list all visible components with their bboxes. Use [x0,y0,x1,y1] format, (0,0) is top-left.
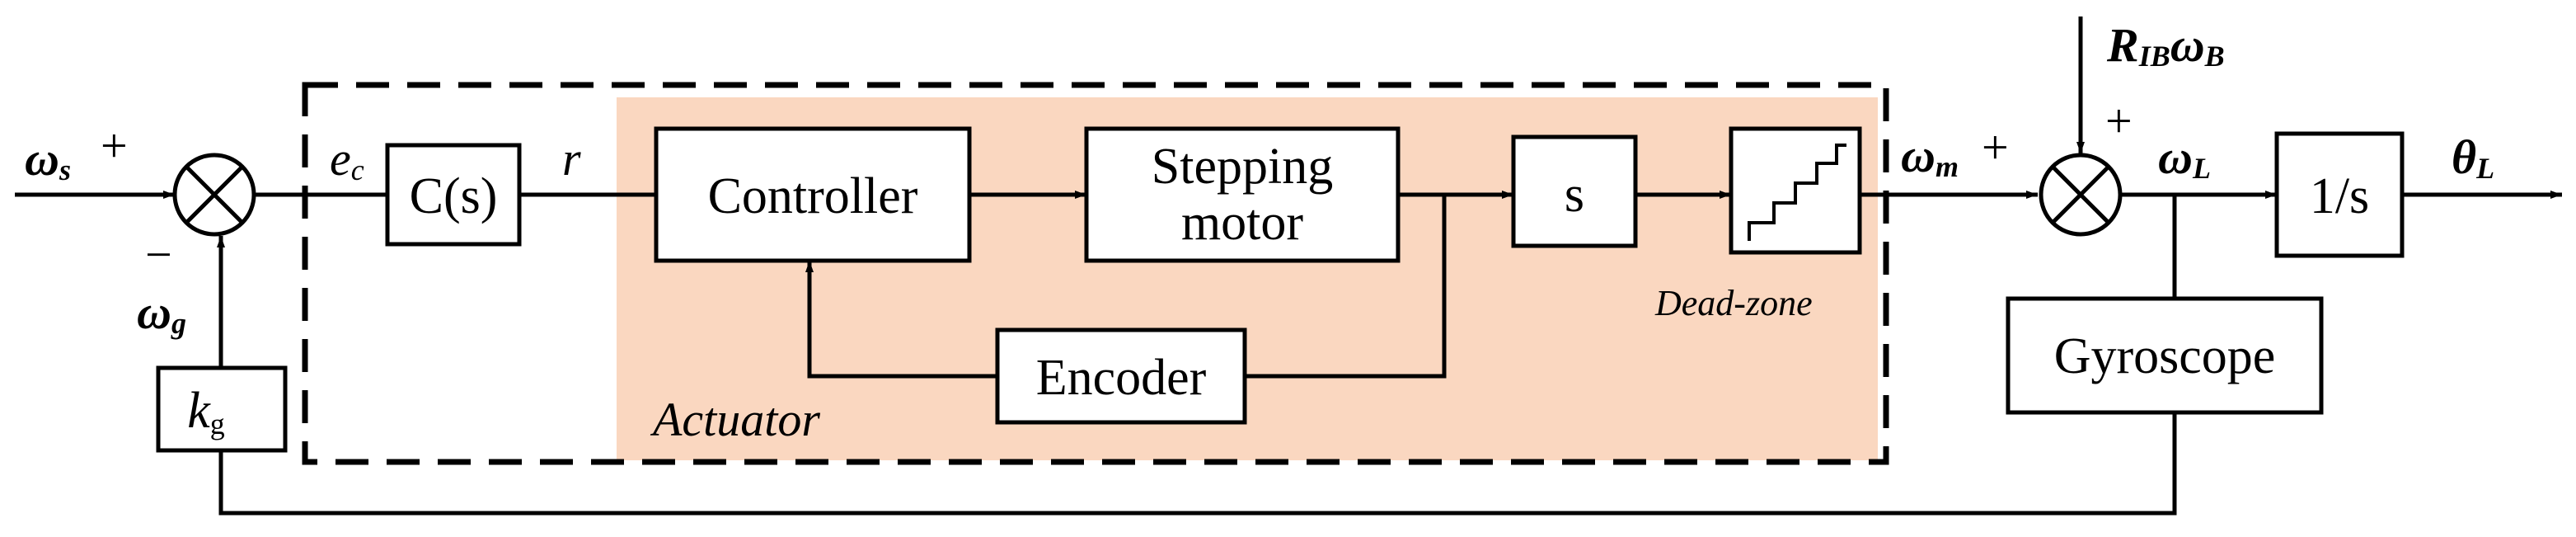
plus-sign-disturbance: + [2105,94,2133,148]
svg-text:Stepping: Stepping [1152,139,1333,195]
svg-text:motor: motor [1181,195,1303,251]
summing-junction-input [172,153,256,237]
svg-text:kg: kg [187,383,225,440]
encoder-block: Encoder [995,327,1247,425]
s-block: s [1511,134,1638,248]
kg-block: kg [156,365,288,453]
svg-text:Controller: Controller [708,168,918,224]
svg-text:Gyroscope: Gyroscope [2054,328,2276,384]
plus-sign-wm: + [1982,120,2009,174]
cs-block: C(s) [385,143,522,247]
svg-text:Encoder: Encoder [1036,350,1207,406]
gyroscope-block: Gyroscope [2006,296,2324,415]
gyro-feedback-line [218,412,2177,516]
ec-label: ec [330,132,364,186]
r-label: r [562,132,581,186]
omega-l-label: ωL [2158,130,2211,185]
disturbance-label: RIBωB [2106,18,2225,73]
omega-s-label: ωs [25,132,71,186]
summing-junction-output [2039,153,2123,237]
svg-text:s: s [1565,167,1584,223]
encoder-to-controller-line [805,261,997,379]
minus-sign-feedback: − [145,228,172,281]
integrator-block: 1/s [2274,131,2405,258]
theta-l-label: θL [2452,130,2494,185]
omega-g-label: ωg [137,285,186,340]
svg-text:1/s: 1/s [2310,168,2369,224]
stepping-motor-block: Stepping motor [1084,126,1401,263]
svg-text:C(s): C(s) [410,168,498,224]
dashed-boundary [302,82,1889,465]
controller-block: Controller [654,126,972,263]
dead-zone-staircase-icon [1748,144,1846,241]
encoder-feedback-line [1245,195,1447,379]
omega-m-label: ωm [1901,129,1959,183]
plus-sign-input: + [101,119,128,172]
actuator-label: Actuator [650,393,820,446]
dead-zone-label: Dead-zone [1654,283,1813,323]
dead-zone-block [1729,126,1862,255]
